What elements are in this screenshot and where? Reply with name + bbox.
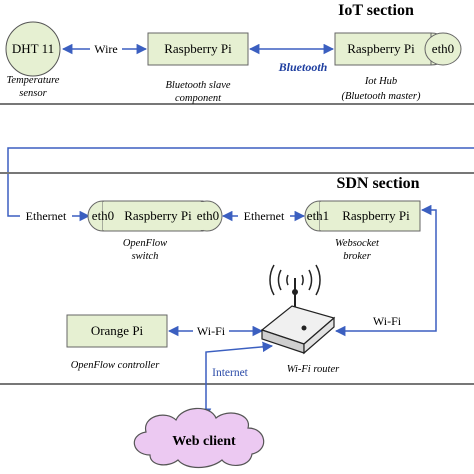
dht11-caption-line2: sensor [19, 88, 47, 99]
iot-section-border [0, 103, 474, 105]
openflow-switch-caption-line1: OpenFlow [123, 238, 167, 249]
openflow-switch-box-fill [103, 202, 203, 230]
ethernet-mid-label: Ethernet [244, 209, 285, 223]
ethernet-mid-label-bg [238, 208, 290, 224]
raspberry-pi-slave-box [147, 32, 249, 66]
iot-section: IoT section DHT 11 Temperature sensor Wi… [0, 2, 474, 105]
broker-port-join [320, 202, 326, 230]
wifi-router-icon [260, 264, 336, 355]
sdn-section-title: SDN section [336, 175, 419, 192]
websocket-broker-caption-line2: broker [343, 251, 372, 262]
web-client-cloud-shape [133, 407, 265, 469]
orange-pi-box [66, 314, 168, 348]
bluetooth-label: Bluetooth [278, 60, 328, 74]
ethernet-left-label: Ethernet [26, 209, 67, 223]
websocket-broker-caption-line1: Websocket [335, 238, 380, 249]
iot-hub-caption-line2: (Bluetooth master) [341, 91, 421, 102]
wifi-right-label: Wi-Fi [373, 314, 402, 328]
internet-link [200, 341, 274, 420]
wire-label-bg [90, 41, 122, 57]
iot-section-title: IoT section [338, 2, 414, 19]
ethernet-left-label-bg [20, 208, 72, 224]
web-client-label: Web client [172, 434, 236, 449]
broker-router-wifi-link [334, 204, 437, 337]
openflow-switch-caption-line2: switch [132, 251, 159, 262]
raspberry-pi-slave-caption-line2: component [175, 93, 222, 104]
iot-hub-eth0-label: eth0 [432, 41, 454, 56]
iot-hub-box [334, 32, 432, 66]
dht11-label: DHT 11 [12, 41, 54, 56]
web-client-cloud: Web client [133, 407, 265, 469]
dht11-caption-line1: Temperature [7, 75, 60, 86]
wifi-left-label-bg [193, 323, 229, 339]
internet-label: Internet [212, 367, 249, 379]
broker-eth1-label: eth1 [307, 208, 329, 223]
openflow-controller-caption: OpenFlow controller [71, 360, 160, 371]
orange-pi-label: Orange Pi [91, 323, 144, 338]
openflow-switch-label: Raspberry Pi [124, 208, 192, 223]
iot-hub-caption-line1: Iot Hub [364, 76, 397, 87]
iot-hub-label: Raspberry Pi [347, 41, 415, 56]
raspberry-pi-slave-caption-line1: Bluetooth slave [165, 80, 230, 91]
raspberry-pi-slave-label: Raspberry Pi [164, 41, 232, 56]
switch-eth0-left-label: eth0 [92, 208, 114, 223]
wifi-router-caption: Wi-Fi router [287, 364, 340, 375]
wifi-left-label: Wi-Fi [197, 324, 226, 338]
switch-eth0-right-label: eth0 [197, 208, 219, 223]
websocket-broker-label: Raspberry Pi [342, 208, 410, 223]
wire-label: Wire [94, 42, 118, 56]
dht11-sensor-node [5, 21, 61, 77]
iot-hub-eth0-port-shape [424, 32, 462, 66]
sdn-section: SDN section Ethernet eth0 Raspberry Pi e… [0, 172, 474, 420]
